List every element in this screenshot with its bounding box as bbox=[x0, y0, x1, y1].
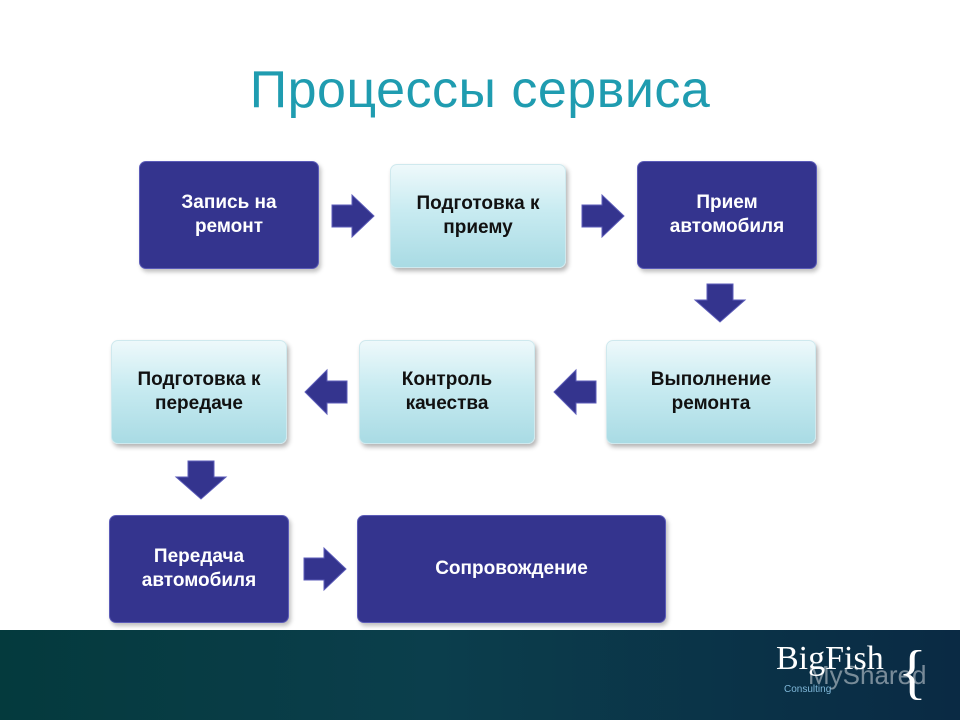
arrow-right-icon bbox=[331, 193, 375, 239]
step-zapis-label: Запись на ремонт bbox=[181, 192, 277, 237]
step-soprovozhdenie-box: Сопровождение bbox=[357, 515, 666, 623]
logo-subtitle: Consulting bbox=[784, 684, 832, 695]
step-priem-label: Прием автомобиля bbox=[669, 192, 785, 237]
step-zapis-box: Запись на ремонт bbox=[139, 161, 319, 269]
step-podgotovka-priemu-box: Подготовка к приему bbox=[390, 164, 566, 268]
slide-title: Процессы сервиса bbox=[249, 61, 711, 119]
arrow-down-icon bbox=[693, 283, 747, 323]
arrow-down-icon bbox=[174, 460, 228, 500]
step-soprovozhdenie-label: Сопровождение bbox=[435, 558, 588, 579]
step-podgotovka-priemu-label: Подготовка к приему bbox=[416, 193, 540, 238]
step-peredacha-box: Передача автомобиля bbox=[109, 515, 289, 623]
watermark-text: MyShared bbox=[808, 660, 927, 690]
arrow-left-icon bbox=[304, 368, 348, 416]
step-kontrol-label: Контроль качества bbox=[401, 369, 493, 414]
step-podgotovka-peredache-label: Подготовка к передаче bbox=[137, 369, 261, 414]
bigfish-logo: BigFish Consulting { bbox=[770, 639, 955, 705]
brace-icon: { bbox=[898, 639, 927, 705]
step-vypolnenie-box: Выполнение ремонта bbox=[606, 340, 816, 444]
step-podgotovka-peredache-box: Подготовка к передаче bbox=[111, 340, 287, 444]
footer-band bbox=[0, 630, 960, 720]
step-kontrol-box: Контроль качества bbox=[359, 340, 535, 444]
logo-name: BigFish bbox=[776, 640, 884, 677]
step-peredacha-label: Передача автомобиля bbox=[141, 546, 257, 591]
arrow-right-icon bbox=[581, 193, 625, 239]
step-priem-box: Прием автомобиля bbox=[637, 161, 817, 269]
arrow-right-icon bbox=[303, 546, 347, 592]
arrow-left-icon bbox=[553, 368, 597, 416]
step-vypolnenie-label: Выполнение ремонта bbox=[650, 369, 772, 414]
